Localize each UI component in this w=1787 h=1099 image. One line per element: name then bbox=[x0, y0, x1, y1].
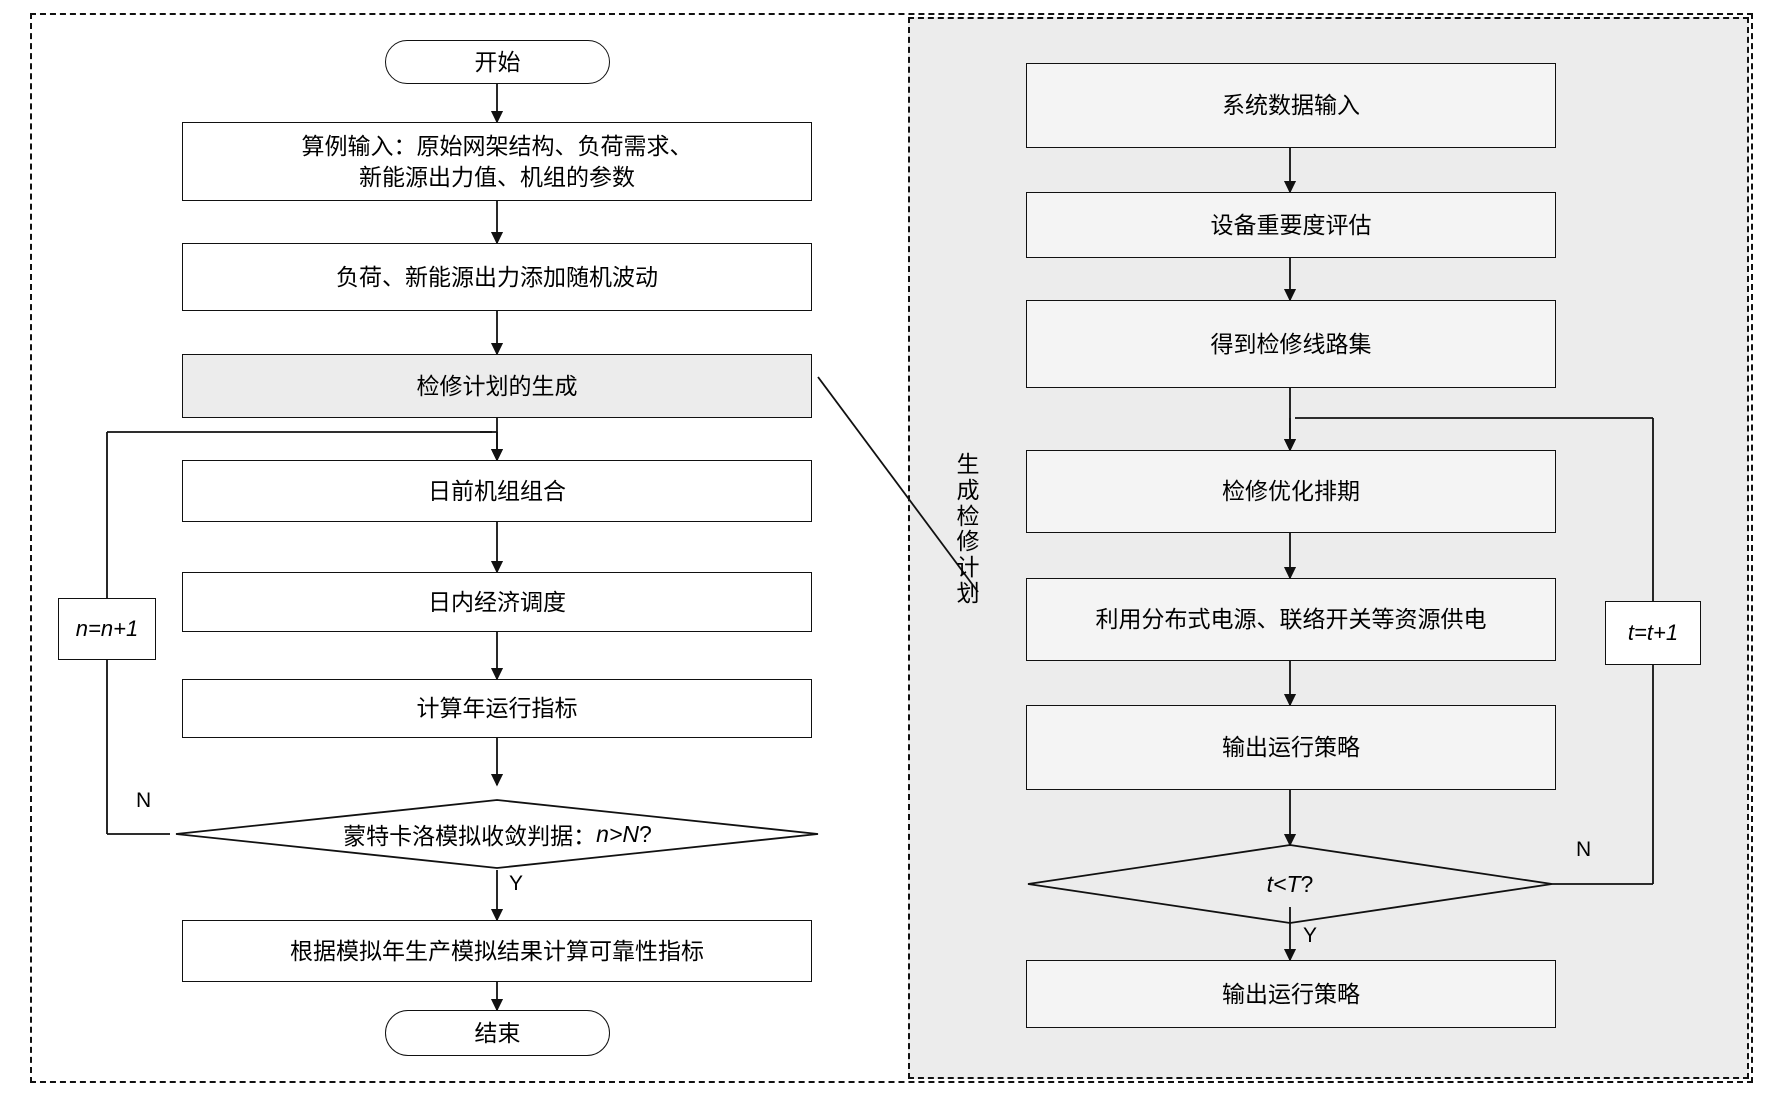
node-maintenance-plan-generation-label: 检修计划的生成 bbox=[416, 372, 578, 399]
node-output-strategy-2-label: 输出运行策略 bbox=[1222, 980, 1360, 1007]
node-equipment-importance-evaluation[interactable]: 设备重要度评估 bbox=[1026, 192, 1556, 258]
node-intraday-economic-dispatch[interactable]: 日内经济调度 bbox=[182, 572, 812, 632]
right-panel-maintenance-subprocess bbox=[908, 17, 1749, 1079]
node-counter-t-increment[interactable]: t=t+1 bbox=[1605, 601, 1701, 665]
edge-label-right-no: N bbox=[1576, 838, 1592, 861]
node-counter-n-increment-label: n=n+1 bbox=[75, 616, 139, 642]
decision-monte-carlo-convergence-expr: n>N bbox=[596, 820, 640, 847]
node-distributed-resources-supply-label: 利用分布式电源、联络开关等资源供电 bbox=[1095, 606, 1487, 633]
node-case-input[interactable]: 算例输入：原始网架结构、负荷需求、 新能源出力值、机组的参数 bbox=[182, 122, 812, 201]
node-output-strategy-2[interactable]: 输出运行策略 bbox=[1026, 960, 1556, 1028]
node-counter-n-increment[interactable]: n=n+1 bbox=[58, 598, 156, 660]
node-output-strategy-1[interactable]: 输出运行策略 bbox=[1026, 705, 1556, 790]
right-panel-side-label: 生 成 检 修 计 划 bbox=[956, 451, 980, 606]
node-maintenance-schedule-optimization[interactable]: 检修优化排期 bbox=[1026, 450, 1556, 533]
node-system-data-input[interactable]: 系统数据输入 bbox=[1026, 63, 1556, 148]
node-system-data-input-label: 系统数据输入 bbox=[1222, 92, 1360, 119]
node-equipment-importance-evaluation-label: 设备重要度评估 bbox=[1210, 211, 1372, 238]
edge-label-left-yes: Y bbox=[509, 872, 524, 895]
node-case-input-line1: 算例输入：原始网架结构、负荷需求、 bbox=[301, 133, 693, 160]
node-output-strategy-1-label: 输出运行策略 bbox=[1222, 734, 1360, 761]
node-annual-operation-index[interactable]: 计算年运行指标 bbox=[182, 679, 812, 738]
node-reliability-index[interactable]: 根据模拟年生产模拟结果计算可靠性指标 bbox=[182, 920, 812, 982]
node-start[interactable]: 开始 bbox=[385, 40, 610, 84]
edge-label-left-no: N bbox=[136, 789, 152, 812]
node-maintenance-line-set-label: 得到检修线路集 bbox=[1210, 330, 1372, 357]
node-annual-operation-index-label: 计算年运行指标 bbox=[416, 695, 578, 722]
decision-monte-carlo-convergence-tail: ? bbox=[639, 820, 652, 847]
decision-time-horizon-tail: ? bbox=[1300, 870, 1314, 897]
node-end[interactable]: 结束 bbox=[385, 1010, 610, 1056]
decision-time-horizon[interactable]: t<T? bbox=[1180, 862, 1400, 906]
node-distributed-resources-supply[interactable]: 利用分布式电源、联络开关等资源供电 bbox=[1026, 578, 1556, 661]
node-day-ahead-unit-commitment[interactable]: 日前机组组合 bbox=[182, 460, 812, 522]
node-maintenance-plan-generation[interactable]: 检修计划的生成 bbox=[182, 354, 812, 418]
node-reliability-index-label: 根据模拟年生产模拟结果计算可靠性指标 bbox=[290, 937, 704, 964]
edge-label-right-yes: Y bbox=[1303, 924, 1318, 947]
node-start-label: 开始 bbox=[474, 48, 521, 75]
node-case-input-line2: 新能源出力值、机组的参数 bbox=[359, 163, 635, 190]
decision-monte-carlo-convergence[interactable]: 蒙特卡洛模拟收敛判据：n>N? bbox=[240, 812, 755, 856]
node-end-label: 结束 bbox=[474, 1019, 521, 1046]
node-counter-t-increment-label: t=t+1 bbox=[1627, 620, 1679, 646]
decision-monte-carlo-convergence-label: 蒙特卡洛模拟收敛判据： bbox=[343, 823, 597, 849]
node-maintenance-line-set[interactable]: 得到检修线路集 bbox=[1026, 300, 1556, 388]
node-random-fluctuation[interactable]: 负荷、新能源出力添加随机波动 bbox=[182, 243, 812, 311]
node-maintenance-schedule-optimization-label: 检修优化排期 bbox=[1222, 478, 1360, 505]
decision-time-horizon-expr: t<T bbox=[1266, 870, 1301, 897]
node-intraday-economic-dispatch-label: 日内经济调度 bbox=[428, 588, 566, 615]
outer-dashed-frame bbox=[30, 13, 1753, 1083]
node-day-ahead-unit-commitment-label: 日前机组组合 bbox=[428, 477, 566, 504]
node-random-fluctuation-label: 负荷、新能源出力添加随机波动 bbox=[336, 263, 658, 290]
